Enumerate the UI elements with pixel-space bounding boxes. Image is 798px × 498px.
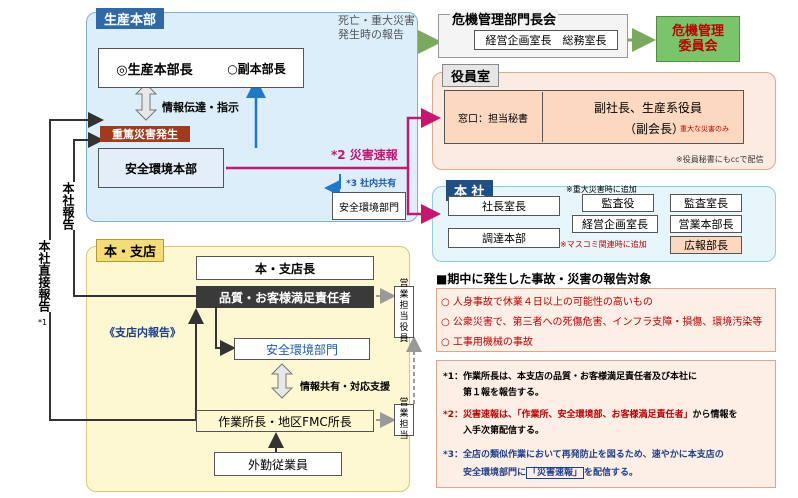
officers-window: 窓口：担当秘書 (450, 96, 536, 138)
officers-exec-note: 重大な災害のみ (680, 125, 729, 133)
head-office-auditor: 監査役 (582, 194, 654, 212)
top-arrow-label-2: 発生時の報告 (338, 28, 404, 41)
branch-sales-officer: 営業担当役員 (394, 279, 414, 344)
report-target-text-2: 公衆災害で、第三者への死傷危害、インフラ支障・損傷、環境汚染等 (452, 317, 763, 328)
footnote-3a: *3：全店の類似作業において再発防止を図るため、速やかに本支店の (443, 450, 724, 460)
branch-sales-rep: 営業担当 (394, 398, 414, 441)
head-office-president: 社長室長 (448, 196, 560, 216)
hq-head: ◎生産本部長 (116, 62, 193, 78)
crisis-members: 経営企画室長 総務室長 (474, 30, 618, 50)
branch-manager: 本・支店長 (196, 256, 374, 280)
crisis-title: 危機管理部門長会 (450, 9, 559, 28)
hq-flow-label: 情報伝達・指示 (162, 101, 239, 114)
head-office-pr: 広報部長 (670, 236, 742, 254)
branch-quality: 品質・お客様満足責任者 (196, 286, 374, 308)
crisis-committee-line1: 危機管理 (671, 24, 724, 39)
footnote-2a: *2：災害速報は、「作業所、安全環境部、お客様満足責任者」から情報を (443, 407, 738, 420)
safety-dept-box: 安全環境部門 (332, 192, 406, 220)
left-direct-note: *1 (38, 318, 48, 327)
crisis-committee-line2: 委員会 (678, 39, 718, 54)
branch-workers: 外勤従業員 (214, 452, 342, 476)
hq-leaders-box: ◎生産本部長 ○副本部長 (98, 48, 304, 88)
head-office-procurement: 調達本部 (448, 228, 560, 248)
footnote-2a-pre: *2：災害速報は、 (443, 410, 517, 420)
hq-trigger: 重篤災害発生 (100, 126, 190, 142)
officers-title: 役員室 (442, 64, 500, 87)
footnote-3b-em: 「災害速報」 (526, 467, 585, 479)
officers-cc-note: ※役員秘書にもccで配信 (676, 155, 764, 164)
footnote-3b-pre: 安全環境部門に (463, 468, 527, 478)
footnote-2b: 入手次第配信する。 (463, 426, 545, 436)
disaster-report-label: *2 災害速報 (331, 148, 398, 162)
footnote-2a-post: から情報を (692, 410, 738, 420)
footnote-3b: 安全環境部門に「災害速報」を配信する。 (463, 465, 639, 479)
left-hq-report: 本社報告 (60, 182, 77, 230)
report-target-text-3: 工事用機械の事故 (452, 337, 533, 348)
hq-title: 生産本部 (96, 8, 165, 29)
left-direct-report: 本社直接報告 (36, 240, 53, 312)
branch-title: 本・支店 (96, 239, 165, 262)
officers-exec-line2: （副会長） (624, 122, 685, 136)
report-target-item-1: ○ 人身事故で休業４日以上の可能性の高いもの (441, 297, 653, 308)
footnote-1a: *1：作業所長は、本支店の品質・お客様満足責任者及び本社に (443, 372, 697, 382)
branch-safety-dept: 安全環境部門 (234, 338, 370, 360)
officers-divider (542, 92, 543, 142)
branch-internal-report: 《支店内報告》 (104, 326, 181, 339)
officers-exec-line1: 副社長、生産系役員 (594, 101, 703, 115)
footnote-1b: 第１報を報告する。 (463, 388, 545, 398)
head-office-media-note: ※マスコミ関連時に追加 (560, 240, 647, 249)
safety-hq-box: 安全環境本部 (98, 148, 224, 188)
head-office-audit-office: 監査室長 (670, 194, 742, 212)
head-office-major-note: ※重大災害時に追加 (566, 185, 637, 194)
hq-deputy: ○副本部長 (227, 61, 286, 76)
footnote-3b-post: を配信する。 (584, 468, 639, 478)
top-arrow-label-1: 死亡・重大災害 (338, 14, 415, 27)
branch-site-manager: 作業所長・地区FMC所長 (196, 410, 374, 432)
footnotes-box: *1：作業所長は、本支店の品質・お客様満足責任者及び本社に 第１報を報告する。 … (436, 360, 776, 488)
branch-share-label: 情報共有・対応支援 (300, 382, 390, 393)
report-targets-heading: ■期中に発生した事故・災害の報告対象 (436, 272, 652, 286)
report-target-text-1: 人身事故で休業４日以上の可能性の高いもの (452, 297, 653, 308)
report-targets-list: ○ 人身事故で休業４日以上の可能性の高いもの ○ 公衆災害で、第三者への死傷危害… (436, 288, 776, 352)
report-target-item-3: ○ 工事用機械の事故 (441, 337, 533, 348)
report-target-item-2: ○ 公衆災害で、第三者への死傷危害、インフラ支障・損傷、環境汚染等 (441, 317, 763, 328)
footnote-2a-em: 「作業所、安全環境部、お客様満足責任者」 (516, 410, 693, 420)
internal-share-label: *3 社内共有 (346, 179, 397, 189)
crisis-committee: 危機管理 委員会 (656, 16, 740, 62)
head-office-planning: 経営企画室長 (572, 215, 658, 233)
head-office-sales-hq: 営業本部長 (670, 215, 742, 233)
